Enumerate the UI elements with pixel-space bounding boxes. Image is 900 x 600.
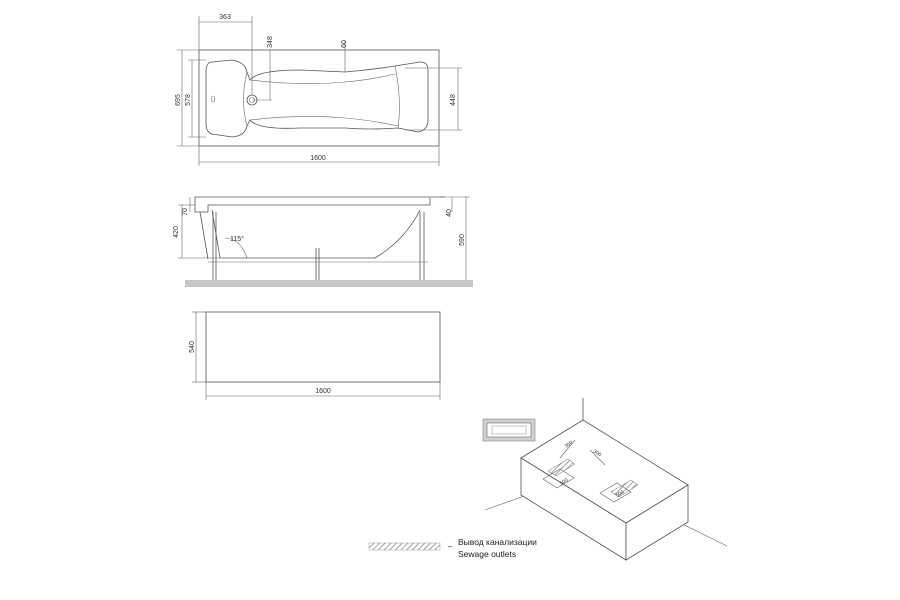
side-view: 115° 70 420 40 590	[173, 196, 473, 287]
dim-total-height: 590	[459, 234, 466, 246]
floor	[185, 280, 473, 287]
dim-rim: 60	[341, 40, 348, 48]
outlet-zone	[542, 468, 575, 489]
basin-contour	[249, 116, 399, 127]
angle-arc	[224, 237, 248, 259]
svg-text:–: –	[448, 542, 453, 551]
sewage-outlet	[610, 479, 639, 498]
front-panel	[205, 311, 441, 383]
basin-contour	[243, 71, 248, 127]
dim-drain-offset: 363	[219, 14, 231, 21]
dim-depth: 420	[173, 226, 180, 238]
dim-iso-c: 500	[559, 477, 569, 486]
dim-panel-height: 540	[189, 341, 196, 353]
legend-swatch	[368, 542, 441, 551]
angle-label: 115°	[230, 235, 244, 243]
dim-lip: 40	[446, 209, 453, 217]
tub-box-side	[625, 484, 689, 561]
dim-iso-d: 500	[615, 489, 625, 498]
tub-side	[199, 211, 209, 260]
dim-drain-depth: 348	[267, 36, 274, 48]
dim-iso-a: 350	[564, 440, 574, 450]
dim-panel-length: 1600	[315, 388, 331, 395]
overflow	[210, 95, 216, 103]
basin-contour	[394, 65, 400, 129]
top-view: 363 348 60 695 578 448 1600	[175, 14, 462, 166]
dim-bottom-width: 448	[450, 94, 457, 106]
legend-label-en: Sewage outlets	[458, 549, 516, 559]
panel-view: 540 1600	[189, 311, 441, 400]
dim-inner-width: 578	[185, 94, 192, 106]
dim-length: 1600	[310, 155, 326, 162]
dim-outer-width: 695	[175, 94, 182, 106]
legend: – Вывод канализации Sewage outlets	[368, 537, 537, 559]
dim-iso-b: 300	[592, 449, 602, 459]
dim-rim-height: 70	[182, 208, 189, 216]
installation-view: 350 300 500 500	[482, 398, 728, 561]
tub-outline	[198, 49, 440, 147]
outlet-zone	[599, 482, 632, 503]
basin-contour	[249, 73, 396, 84]
tub-basin	[205, 59, 429, 138]
tub-body	[211, 209, 421, 259]
legend-label-ru: Вывод канализации	[458, 537, 537, 547]
tub-rim-profile	[194, 197, 431, 213]
